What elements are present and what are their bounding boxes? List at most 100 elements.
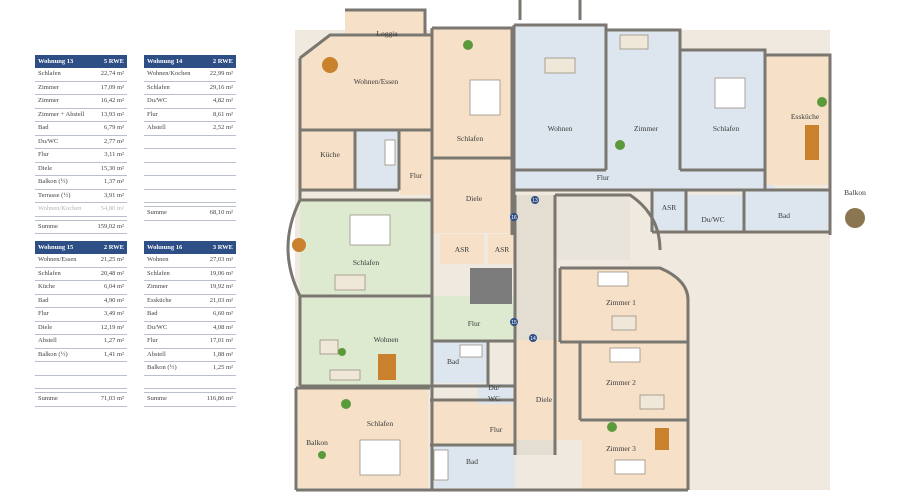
cell-label: Schlafen bbox=[38, 269, 61, 277]
table-row-empty bbox=[35, 376, 127, 389]
label-zimmer2: Zimmer 2 bbox=[606, 378, 636, 387]
walls bbox=[286, 0, 832, 492]
furniture bbox=[292, 34, 865, 481]
label-zimmer1: Zimmer 1 bbox=[606, 298, 636, 307]
label-flur-left: Flur bbox=[410, 171, 423, 180]
cell-label: Diele bbox=[38, 164, 53, 172]
cell-value: 2,52 m² bbox=[212, 124, 233, 131]
cell-label: Schlafen bbox=[38, 70, 61, 77]
label-diele-bottom: Diele bbox=[536, 395, 553, 404]
cell-label: Wohnen/Essen bbox=[38, 256, 77, 263]
cell-value: 3,91 m² bbox=[103, 191, 124, 199]
table-row: Balkon (½)1,37 m² bbox=[35, 176, 127, 190]
cell-value: 12,19 m² bbox=[100, 323, 124, 331]
label-duwc-mid-2: WC bbox=[488, 394, 500, 403]
cell-label: Küche bbox=[38, 283, 55, 290]
unit-markers: 13 16 15 14 bbox=[510, 196, 539, 342]
room-esskueche bbox=[766, 55, 830, 185]
cell-value: 2 RWE bbox=[103, 244, 124, 251]
unit-marker: 16 bbox=[511, 215, 517, 221]
cell-label: Abstell bbox=[147, 350, 166, 358]
cell-label: Flur bbox=[147, 337, 158, 344]
label-asr-right: ASR bbox=[662, 203, 677, 212]
cell-label: Wohnen bbox=[147, 256, 169, 263]
label-schlafen-mid: Schlafen bbox=[353, 258, 379, 267]
table-row: Du/WC 2,77 m² bbox=[35, 136, 127, 149]
cell-label: Flur bbox=[147, 110, 158, 118]
cell-value: 4,90 m² bbox=[103, 296, 124, 304]
cell-value: 6,60 m² bbox=[212, 310, 233, 317]
table-row: Bad 6,60 m² bbox=[144, 308, 236, 322]
unit-marker: 14 bbox=[530, 336, 536, 342]
cell-label: Terrasse (½) bbox=[38, 191, 71, 199]
cell-value: 159,02 m² bbox=[97, 222, 124, 230]
cell-label: Zimmer bbox=[38, 83, 59, 91]
table-row: Flur 17,01 m² bbox=[144, 335, 236, 349]
cell-label: Abstell bbox=[147, 124, 166, 131]
label-kueche: Küche bbox=[320, 150, 340, 159]
cell-value: 2,77 m² bbox=[103, 137, 124, 145]
cell-value: 4,08 m² bbox=[212, 323, 233, 331]
cell-label: Wohnung 15 bbox=[38, 244, 74, 251]
cell-label: Flur bbox=[38, 310, 49, 317]
cell-label: Bad bbox=[38, 124, 49, 131]
label-balkon-right: Balkon bbox=[844, 188, 866, 197]
room-diele-bottom bbox=[515, 340, 582, 440]
table-header: Wohnung 15 2 RWE bbox=[35, 241, 127, 254]
cell-label: Du/WC bbox=[38, 137, 59, 145]
cell-value: 116,86 m² bbox=[206, 395, 233, 402]
table-row: Wohnen 27,03 m² bbox=[144, 254, 236, 268]
cell-label: Wohnen/Kochen bbox=[147, 70, 191, 77]
cell-label: Bad bbox=[147, 310, 158, 317]
plants bbox=[318, 40, 827, 459]
cell-value: 68,10 m² bbox=[209, 209, 233, 216]
cell-value: 1,41 m² bbox=[103, 350, 124, 358]
label-bad-mid: Bad bbox=[447, 357, 459, 366]
room-flur-left bbox=[400, 130, 432, 195]
label-esskueche: Essküche bbox=[791, 112, 820, 121]
cell-value: 22,74 m² bbox=[100, 70, 124, 77]
cell-value: 27,03 m² bbox=[209, 256, 233, 263]
cell-value: 17,09 m² bbox=[100, 83, 124, 91]
label-duwc-right: Du/WC bbox=[701, 215, 724, 224]
room-asr-right bbox=[652, 190, 686, 230]
cell-value: 29,16 m² bbox=[209, 83, 233, 91]
cell-value: 17,01 m² bbox=[209, 337, 233, 344]
cell-value: 13,93 m² bbox=[100, 110, 124, 118]
room-balkon-left bbox=[296, 425, 336, 480]
label-bad-bottom: Bad bbox=[466, 457, 478, 466]
cell-value: 4,82 m² bbox=[212, 97, 233, 104]
cell-value: 3 RWE bbox=[212, 244, 233, 251]
cell-label: Balkon (½) bbox=[38, 350, 68, 358]
label-flur-mid: Flur bbox=[468, 319, 481, 328]
cell-value: 6,79 m² bbox=[103, 124, 124, 131]
cell-label: Schlafen bbox=[147, 83, 170, 91]
cell-value: 3,49 m² bbox=[103, 310, 124, 317]
label-zimmer-top: Zimmer bbox=[634, 124, 659, 133]
cell-label: Summe bbox=[147, 209, 167, 216]
label-schlafen-bottom: Schlafen bbox=[367, 419, 393, 428]
cell-value: 1,37 m² bbox=[103, 178, 124, 185]
room-wohnen-top bbox=[514, 25, 606, 170]
room-flur-bottom bbox=[430, 400, 515, 445]
table-row: Abstell 2,52 m² bbox=[144, 122, 236, 136]
room-asr-b bbox=[488, 234, 516, 264]
room-kueche bbox=[300, 130, 355, 190]
table-sum-row: Summe 68,10 m² bbox=[144, 206, 236, 221]
table-row-empty bbox=[144, 163, 236, 176]
cell-value: 5 RWE bbox=[103, 58, 124, 65]
